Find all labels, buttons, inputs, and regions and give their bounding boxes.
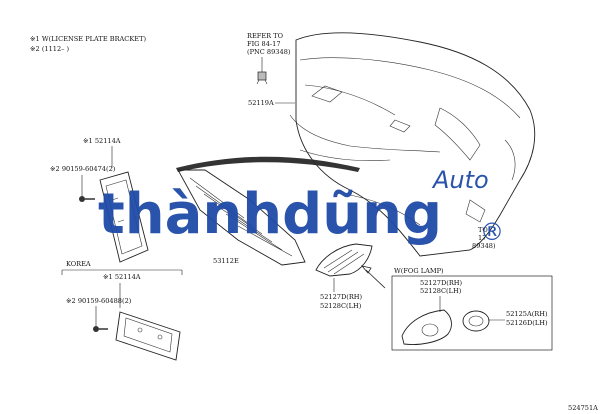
- label-korea-bracket: ※1 52114A: [103, 273, 141, 281]
- fog-box-arrow: [360, 265, 386, 289]
- note-production-date: ※2 (1112– ): [30, 45, 70, 53]
- watermark-logo: thànhdũng Auto ®: [98, 156, 504, 247]
- bolt-main: [79, 196, 95, 202]
- watermark-auto: Auto: [431, 166, 489, 194]
- label-bumper-cover: 52119A: [248, 99, 274, 107]
- refer-line-1: REFER TO: [247, 32, 284, 40]
- label-bolt-main: ※2 90159-60474(2): [50, 165, 116, 173]
- bolt-korea: [93, 326, 108, 332]
- clip-part: [256, 71, 268, 85]
- refer-line-2: FIG 84-17: [247, 40, 281, 48]
- watermark-swoosh: [176, 156, 360, 172]
- label-bracket-main: ※1 52114A: [83, 137, 121, 145]
- figure-id: 524751A: [568, 404, 598, 412]
- label-grille-lower: 53112E: [213, 257, 239, 265]
- label-korea-bolt: ※2 90159-60488(2): [66, 297, 132, 305]
- label-korea: KOREA: [66, 260, 91, 268]
- note-license-bracket: ※1 W(LICENSE PLATE BRACKET): [30, 35, 146, 43]
- fog-lamp-box: [391, 275, 553, 351]
- fog-box-bezel-rh: 52125A(RH): [506, 310, 548, 318]
- refer-right-1: TO: [478, 226, 488, 234]
- korea-bracket-ends: [61, 270, 183, 275]
- watermark-registered: ®: [480, 218, 504, 246]
- fog-box-cover-rh: 52127D(RH): [420, 279, 463, 287]
- front-bumper-cover: [289, 32, 536, 257]
- fog-box-bezel-lh: 52126D(LH): [506, 319, 548, 327]
- fog-lamp-cover: [315, 243, 373, 277]
- label-fog-cover-rh: 52127D(RH): [320, 293, 363, 301]
- fog-box-title: W(FOG LAMP): [394, 267, 444, 275]
- refer-line-3: (PNC 89348): [247, 48, 291, 56]
- label-fog-cover-lh: 52128C(LH): [320, 302, 362, 310]
- fog-box-cover-part: [401, 309, 452, 345]
- refer-right-3: 89348): [472, 242, 496, 250]
- fog-box-cover-lh: 52128C(LH): [420, 287, 462, 295]
- korea-plate-bracket: [115, 311, 181, 361]
- refer-right-2: 17: [478, 234, 486, 242]
- watermark-brand: thànhdũng: [98, 182, 442, 247]
- lower-grille: [177, 169, 306, 266]
- fog-lamp-bezel: [462, 310, 490, 332]
- license-plate-bracket: [99, 171, 149, 263]
